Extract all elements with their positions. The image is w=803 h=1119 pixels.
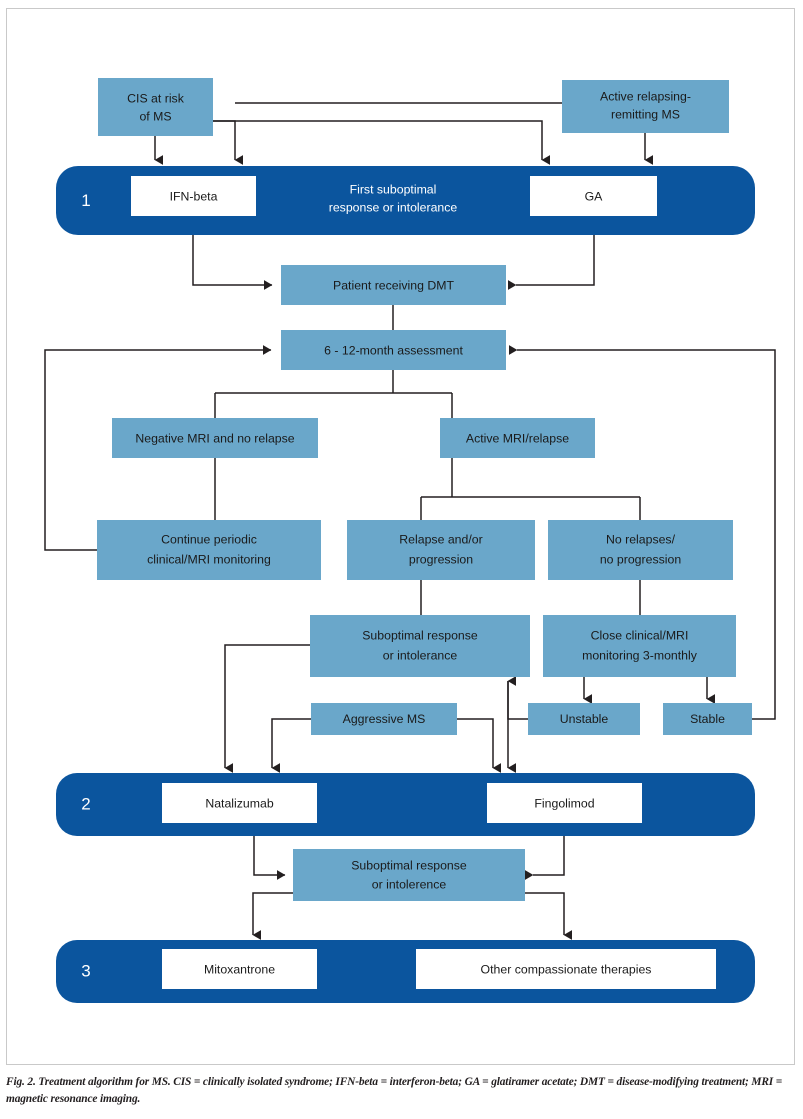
node-stable[interactable]: Stable	[663, 703, 752, 735]
node-aggressive-ms-label: Aggressive MS	[343, 712, 426, 726]
treatment-band-2[interactable]: 2 Natalizumab Fingolimod	[56, 773, 755, 836]
node-cis-at-risk-line1: CIS at risk	[127, 91, 185, 105]
node-negative-mri-label: Negative MRI and no relapse	[135, 431, 294, 445]
node-negative-mri[interactable]: Negative MRI and no relapse	[112, 418, 318, 458]
node-patient-receiving-dmt[interactable]: Patient receiving DMT	[281, 265, 506, 305]
connector-suboptimal-to-mitoxantrone	[252, 892, 293, 940]
connector-cis-to-ga-column	[213, 120, 550, 165]
node-close-monitoring[interactable]: Close clinical/MRI monitoring 3-monthly	[543, 615, 736, 677]
node-no-relapses-line1: No relapses/	[606, 532, 676, 546]
node-relapse-progression[interactable]: Relapse and/or progression	[347, 520, 535, 580]
node-suboptimal-low-line1: Suboptimal response	[351, 858, 467, 872]
node-active-rrms-line1: Active relapsing-	[600, 89, 691, 103]
node-active-relapsing-remitting-ms[interactable]: Active relapsing- remitting MS	[562, 80, 729, 133]
band-1-label-line1: First suboptimal	[350, 182, 437, 196]
connector-unstable-to-suboptimal	[507, 676, 528, 720]
node-suboptimal-response-low[interactable]: Suboptimal response or intolerence	[293, 849, 525, 901]
connector-continue-loop-to-assessment	[44, 345, 272, 551]
node-other-therapies: Other compassionate therapies	[481, 962, 652, 976]
treatment-band-1[interactable]: 1 IFN-beta First suboptimal response or …	[56, 166, 755, 235]
node-suboptimal-low-line2: or intolerence	[372, 877, 447, 891]
node-no-relapses-line2: no progression	[600, 552, 682, 566]
treatment-band-3[interactable]: 3 Mitoxantrone Other compassionate thera…	[56, 940, 755, 1003]
figure-caption: Fig. 2. Treatment algorithm for MS. CIS …	[6, 1076, 783, 1105]
connector-suboptimal-to-natalizumab	[224, 644, 310, 773]
node-patient-receiving-dmt-label: Patient receiving DMT	[333, 278, 454, 292]
node-stable-label: Stable	[690, 712, 725, 726]
connector-natalizumab-to-suboptimal	[253, 836, 286, 880]
connector-suboptimal-to-other	[525, 892, 572, 940]
node-suboptimal-mid-line2: or intolerance	[383, 648, 458, 662]
node-no-relapses[interactable]: No relapses/ no progression	[548, 520, 733, 580]
connector-fingolimod-to-suboptimal	[524, 836, 565, 880]
node-natalizumab: Natalizumab	[205, 796, 274, 810]
node-active-mri[interactable]: Active MRI/relapse	[440, 418, 595, 458]
node-unstable-label: Unstable	[560, 712, 609, 726]
treatment-algorithm-flowchart: CIS at risk of MS Active relapsing- remi…	[44, 78, 776, 1003]
node-relapse-progression-line1: Relapse and/or	[399, 532, 482, 546]
node-cis-at-risk-line2: of MS	[139, 109, 171, 123]
node-continue-periodic[interactable]: Continue periodic clinical/MRI monitorin…	[97, 520, 321, 580]
node-unstable[interactable]: Unstable	[528, 703, 640, 735]
connector-ga-to-dmt	[507, 235, 595, 290]
connector-stable-loop-to-assessment	[508, 345, 776, 720]
node-continue-periodic-line1: Continue periodic	[161, 532, 257, 546]
node-suboptimal-response-mid[interactable]: Suboptimal response or intolerance	[310, 615, 530, 677]
connector-aggressive-to-fingolimod	[457, 718, 501, 773]
node-continue-periodic-line2: clinical/MRI monitoring	[147, 552, 271, 566]
node-assessment[interactable]: 6 - 12-month assessment	[281, 330, 506, 370]
node-assessment-label: 6 - 12-month assessment	[324, 343, 463, 357]
band-1-number: 1	[81, 191, 90, 210]
band-3-number: 3	[81, 961, 90, 980]
node-suboptimal-mid-line1: Suboptimal response	[362, 628, 478, 642]
connectors-group	[44, 102, 776, 940]
connector-cis-to-band1-second	[213, 120, 243, 165]
node-aggressive-ms[interactable]: Aggressive MS	[311, 703, 457, 735]
connector-ifn-to-dmt	[192, 235, 273, 290]
node-close-monitoring-line1: Close clinical/MRI	[591, 628, 689, 642]
node-relapse-progression-line2: progression	[409, 552, 473, 566]
band-2-number: 2	[81, 794, 90, 813]
node-ifn-beta: IFN-beta	[170, 189, 218, 203]
node-ga: GA	[585, 189, 604, 203]
node-active-mri-label: Active MRI/relapse	[466, 431, 569, 445]
band-1-label-line2: response or intolerance	[329, 200, 458, 214]
node-close-monitoring-line2: monitoring 3-monthly	[582, 648, 698, 662]
connector-aggressive-to-natalizumab	[271, 718, 311, 773]
node-fingolimod: Fingolimod	[534, 796, 594, 810]
node-active-rrms-line2: remitting MS	[611, 107, 680, 121]
node-mitoxantrone: Mitoxantrone	[204, 962, 275, 976]
node-cis-at-risk[interactable]: CIS at risk of MS	[98, 78, 213, 136]
